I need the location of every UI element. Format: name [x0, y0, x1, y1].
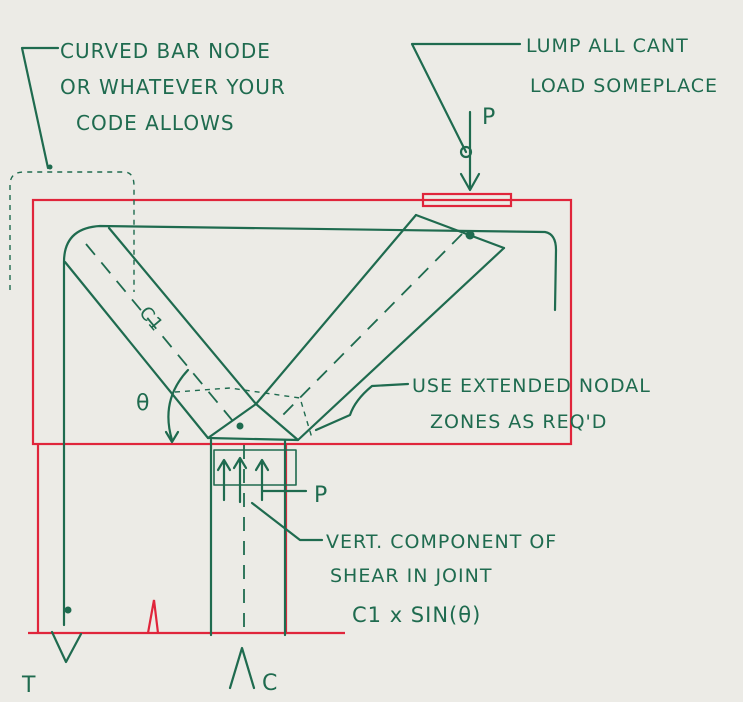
- angle-marker: [164, 368, 190, 444]
- angle-label: θ: [136, 391, 150, 416]
- base-spike: [146, 599, 160, 634]
- curved-bar-region: [9, 171, 135, 292]
- vert-note-line3: C1 x SIN(θ): [352, 603, 481, 627]
- tie-bar: [50, 224, 558, 664]
- tie-node: [64, 606, 72, 614]
- top-node: [465, 230, 475, 240]
- joint-shear-box: [213, 449, 297, 486]
- left-strut-edge-a: [107, 226, 258, 406]
- top-tie-path: [62, 224, 558, 627]
- joint-shear-arrows: [213, 449, 308, 504]
- vert-note-line1: VERT. COMPONENT OF: [326, 531, 557, 553]
- extended-note-line1: USE EXTENDED NODAL: [412, 375, 651, 397]
- top-load-label: P: [482, 105, 496, 130]
- curved-bar-note-line2: OR WHATEVER YOUR: [60, 75, 286, 99]
- tension-label: T: [21, 673, 36, 697]
- right-strut: [254, 213, 506, 442]
- extended-nodal-leader: [314, 382, 410, 432]
- load-arrowhead: [459, 172, 481, 192]
- lump-note-line2: LOAD SOMEPLACE: [530, 75, 718, 97]
- curved-bar-leader-end: [47, 164, 53, 170]
- right-strut-edge-a: [254, 213, 418, 406]
- bottom-node: [236, 422, 244, 430]
- compression-label: C: [262, 671, 278, 696]
- left-strut: [63, 226, 258, 440]
- beam-outline: [31, 198, 573, 446]
- compression-arrow: [228, 646, 256, 690]
- curved-bar-note-line1: CURVED BAR NODE: [60, 39, 271, 63]
- curved-bar-leader: [20, 46, 60, 170]
- vert-component-leader: [250, 501, 324, 542]
- curved-bar-callout: [9, 46, 135, 292]
- vert-note-line2: SHEAR IN JOINT: [330, 565, 492, 587]
- angle-arc: [167, 368, 190, 442]
- right-strut-edge-b: [296, 246, 506, 442]
- lump-note-line1: LUMP ALL CANT: [526, 35, 689, 57]
- shear-arrow-1: [216, 458, 232, 502]
- extended-note-line2: ZONES AS REQ'D: [430, 411, 607, 433]
- shear-arrow-2: [232, 456, 248, 504]
- applied-load: [459, 110, 481, 192]
- bottom-nodal-zone: [174, 387, 313, 442]
- top-nodal-zone-edge: [414, 213, 506, 250]
- shear-arrow-3: [254, 458, 270, 502]
- right-strut-centerline: [275, 233, 463, 423]
- left-strut-edge-b: [63, 260, 210, 440]
- tension-arrow: [50, 630, 83, 664]
- curved-bar-note-line3: CODE ALLOWS: [76, 111, 235, 135]
- extended-nodal-zone: [174, 387, 313, 439]
- column-strut: [209, 438, 287, 690]
- bearing-pad: [421, 192, 513, 208]
- angle-arrowhead: [164, 430, 180, 444]
- mid-load-label: P: [314, 483, 328, 508]
- load-point-circle: [459, 145, 473, 159]
- lump-load-leader: [410, 42, 522, 154]
- nodal-zone-triangle: [206, 402, 300, 442]
- left-strut-centerline: [85, 243, 233, 421]
